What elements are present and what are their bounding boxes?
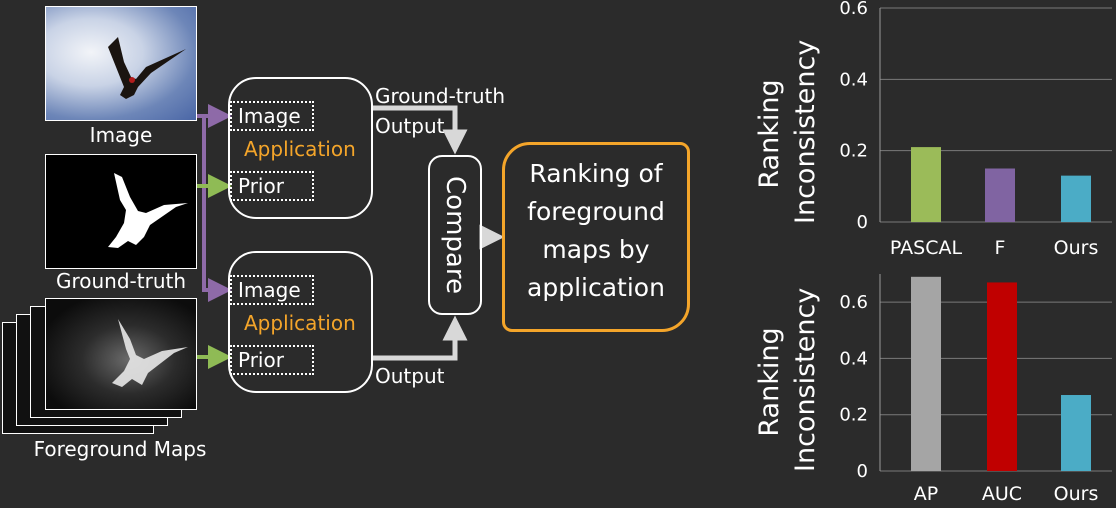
bottom-output-label: Output <box>375 364 445 388</box>
chart1-bar-ours <box>1061 175 1091 222</box>
app-bottom-image-slot: Image <box>230 275 314 305</box>
app-top-prior-slot: Prior <box>230 171 314 201</box>
chart1-ytick: 0 <box>857 212 868 233</box>
chart2-category-label: AUC <box>982 483 1022 505</box>
groundtruth-output-line1: Ground-truth <box>375 84 506 108</box>
chart1-ytick: 0.2 <box>839 141 868 162</box>
chart1-category-label: PASCAL <box>890 237 963 259</box>
groundtruth-output-line2: Output <box>375 114 445 138</box>
chart2-ytick: 0 <box>857 461 868 482</box>
groundtruth-thumbnail <box>45 154 197 269</box>
app-top-application-label: Application <box>244 137 356 161</box>
chart2-ytick: 0.4 <box>839 348 868 369</box>
foreground-maps-label: Foreground Maps <box>33 437 207 461</box>
chart2-ytick: 0.6 <box>839 292 868 313</box>
application-box-top: Image Application Prior <box>228 77 373 219</box>
groundtruth-label: Ground-truth <box>55 269 187 293</box>
foreground-map-front <box>45 298 197 410</box>
application-box-bottom: Image Application Prior <box>228 251 373 393</box>
chart2-bar-ap <box>911 276 941 471</box>
input-image-label: Image <box>89 123 153 147</box>
chart2-bar-ours <box>1061 395 1091 471</box>
chart1-category-label: F <box>995 237 1006 259</box>
ranking-result-box: Ranking of foreground maps by applicatio… <box>502 142 690 332</box>
input-image-thumbnail <box>45 6 197 121</box>
chart2-category-label: Ours <box>1054 483 1099 505</box>
bird-silhouette <box>108 37 186 99</box>
chart1-bar-pascal <box>911 147 941 222</box>
chart1-bar-f <box>985 168 1015 222</box>
foreground-map-blob <box>112 319 188 387</box>
chart1-category-label: Ours <box>1054 237 1099 259</box>
app-bottom-application-label: Application <box>244 311 356 335</box>
app-bottom-prior-slot: Prior <box>230 345 314 375</box>
chart2-bar-auc <box>987 282 1017 471</box>
chart2-category-label: AP <box>914 483 938 505</box>
chart1-ytick: 0.4 <box>839 69 868 90</box>
compare-box: Compare <box>428 155 482 315</box>
app-top-image-slot: Image <box>230 101 314 131</box>
groundtruth-mask <box>108 173 188 248</box>
chart1-ytick: 0.6 <box>839 0 868 19</box>
chart2-ytick: 0.2 <box>839 405 868 426</box>
ranking-result-text: Ranking of foreground maps by applicatio… <box>527 159 665 302</box>
